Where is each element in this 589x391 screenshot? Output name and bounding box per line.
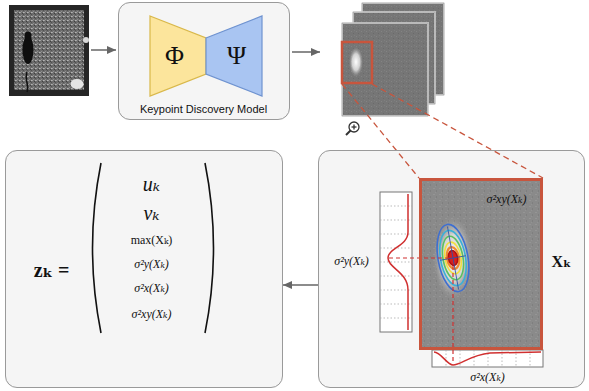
heatmap-stack — [342, 3, 444, 116]
math-label: σ²y(Xₖ) — [334, 255, 369, 268]
zoom-icon — [346, 122, 359, 135]
math-label: max(Xₖ) — [131, 234, 173, 247]
math-label: Ψ — [227, 41, 246, 70]
trapezoid-outline — [206, 16, 262, 96]
math-label: vₖ — [143, 202, 159, 224]
decoder-block: Ψ — [206, 16, 262, 96]
text-holder: zₖ = — [34, 259, 70, 281]
y-marginal-plot — [380, 192, 412, 332]
encoder-block: Φ — [150, 16, 206, 96]
input-frame — [9, 5, 89, 96]
text-holder: vₖ — [143, 202, 159, 224]
text-holder: σ²y(Xₖ) — [134, 258, 169, 271]
math-label: Xₖ — [552, 253, 572, 271]
math-label: uₖ — [143, 173, 160, 195]
bracket — [93, 163, 102, 333]
vector-box: zₖ = uₖ vₖ max(Xₖ) σ²y(Xₖ) σ²x(Xₖ) σ²xy(Xₖ) — [5, 150, 283, 388]
connector-arrow — [283, 284, 318, 286]
math-label: σ²x(Xₖ) — [470, 371, 505, 384]
text-holder: Xₖ — [552, 253, 572, 271]
text-holder: Ψ — [227, 41, 246, 70]
feature-panel: σ²xy(Xₖ)Xₖσ²y(Xₖ)σ²x(Xₖ) — [318, 150, 585, 388]
panel-title: Keypoint Discovery Model — [140, 102, 267, 114]
trapezoid-outline — [150, 16, 206, 96]
model-box: Φ Ψ Keypoint Discovery Model — [118, 2, 290, 120]
zoom-line — [342, 84, 419, 178]
text-holder: Keypoint Discovery Model — [140, 102, 267, 114]
text-holder: max(Xₖ) — [131, 234, 173, 247]
text-holder: σ²xy(Xₖ) — [487, 193, 527, 206]
flow-arrow — [91, 49, 116, 51]
flow-arrow — [292, 51, 320, 53]
text-holder: σ²x(Xₖ) — [134, 282, 169, 295]
math-label: zₖ = — [34, 259, 70, 281]
text-holder: uₖ — [143, 173, 160, 195]
x-marginal-plot — [432, 350, 543, 367]
math-label: σ²y(Xₖ) — [134, 258, 169, 271]
text-holder: σ²x(Xₖ) — [470, 371, 505, 384]
math-label: σ²xy(Xₖ) — [132, 308, 172, 321]
math-label: Φ — [165, 41, 184, 70]
heatmap-contours — [419, 178, 543, 350]
heatmap-crop: σ²xy(Xₖ)Xₖ — [419, 178, 543, 350]
text-holder: σ²y(Xₖ) — [334, 255, 369, 268]
zoom-line — [372, 84, 543, 178]
text-holder: Φ — [165, 41, 184, 70]
bracket — [205, 163, 214, 333]
math-label: σ²x(Xₖ) — [134, 282, 169, 295]
text-holder: σ²xy(Xₖ) — [132, 308, 172, 321]
math-label: σ²xy(Xₖ) — [487, 193, 527, 206]
